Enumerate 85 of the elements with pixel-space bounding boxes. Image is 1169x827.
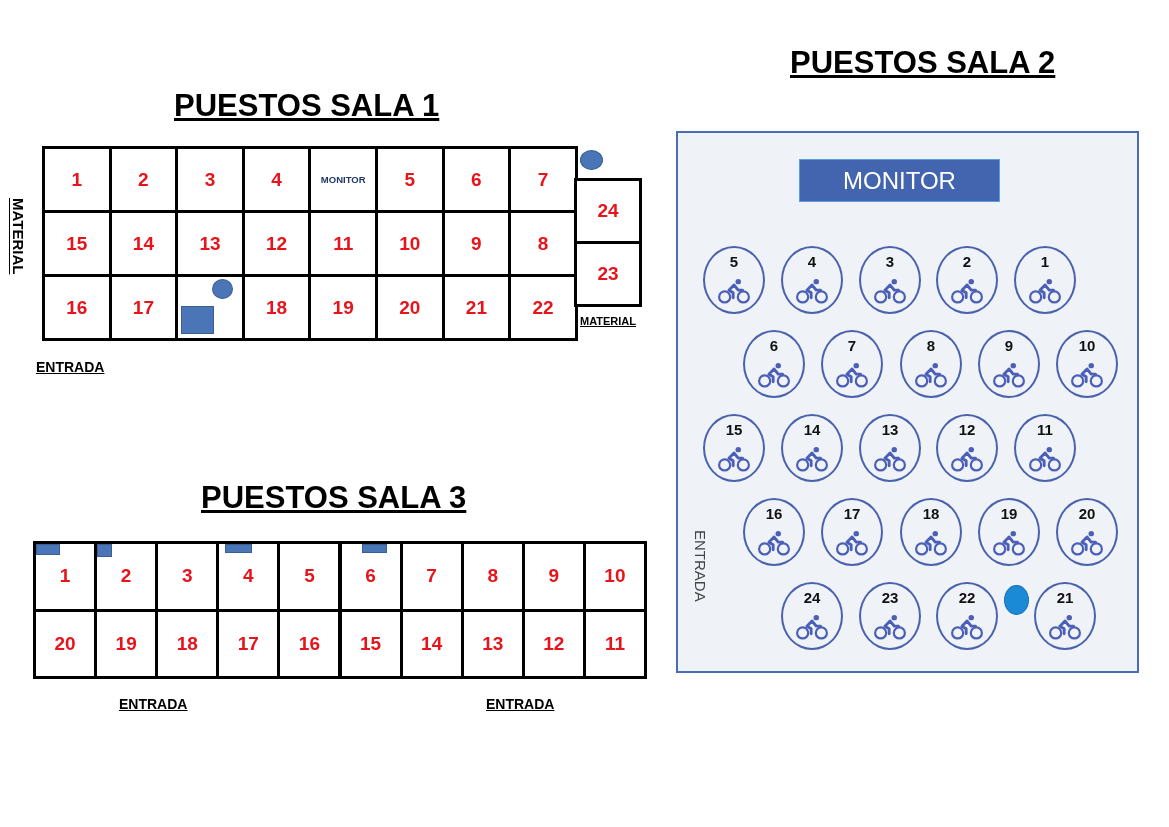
seat-number: 6 [768,337,780,354]
entrance-label: ENTRADA [119,696,188,712]
seat-number: 24 [802,589,822,606]
seat-number: 20 [399,296,421,319]
seat-cell [277,541,342,612]
entrance-label: ENTRADA [486,696,555,712]
seat-number: 10 [604,565,626,588]
seat-cell [574,178,642,244]
seat-number: 18 [266,296,288,319]
seat-number: 17 [842,505,862,522]
seat-cell [338,541,403,612]
room-title: PUESTOS SALA 2 [790,45,1056,81]
monitor-screen: MONITOR [799,159,1000,202]
seat-number: 4 [243,565,254,588]
seat-number: 17 [237,632,259,655]
seat-number: 7 [426,565,437,588]
seat-number: 13 [482,632,504,655]
area-label: MATERIAL [10,198,27,275]
seat-number: 23 [597,263,619,285]
seat-number: 6 [471,168,482,191]
seat-number: 14 [132,232,154,255]
seat-number: 2 [961,253,973,270]
seat-number: 19 [332,296,354,319]
seat-number: 4 [271,168,282,191]
seat-number: 23 [880,589,900,606]
seat-cell [574,241,642,307]
entrance-label: ENTRADA [692,530,709,602]
seat-number: 19 [999,505,1019,522]
seat-number: 9 [1003,337,1015,354]
seat-number: 1 [59,565,71,588]
seat-number: 13 [880,421,900,438]
seat-cell [42,146,112,213]
seat-number: 1 [71,168,83,191]
seat-number: 16 [298,632,320,655]
monitor-label: MONITOR [320,174,366,185]
seat-number: 5 [728,253,740,270]
seat-number: 9 [471,232,482,255]
seat-number: 15 [66,232,88,255]
seat-number: 10 [1077,337,1097,354]
area-label: MATERIAL [580,315,636,327]
seat-number: 15 [724,421,744,438]
seat-number: 11 [333,232,354,255]
seat-number: 7 [537,168,549,191]
seat-number: 5 [404,168,416,191]
seat-number: 14 [421,632,443,655]
seat-number: 2 [120,565,132,588]
seat-number: 18 [176,632,198,655]
seat-number: 4 [806,253,818,270]
seat-number: 18 [921,505,941,522]
seat-number: 20 [1077,505,1097,522]
room-title: PUESTOS SALA 3 [201,480,467,516]
entrance-label: ENTRADA [36,359,105,375]
seat-number: 2 [138,168,149,191]
seat-number: 21 [1055,589,1075,606]
seat-number: 20 [54,632,76,655]
seat-number: 22 [532,296,554,319]
seat-number: 12 [543,632,565,655]
seat-cell [42,274,112,341]
seat-number: 16 [66,296,88,319]
seat-number: 22 [957,589,977,606]
seat-number: 13 [199,232,221,255]
seat-number: 21 [465,296,487,319]
seat-number: 3 [884,253,896,270]
seat-number: 3 [204,168,216,191]
seat-number: 12 [957,421,977,438]
seat-number: 7 [846,337,858,354]
seat-number: 6 [365,565,376,588]
seat-number: 10 [399,232,421,255]
seat-number: 15 [359,632,382,655]
seat-number: 24 [597,200,619,222]
seat-number: 12 [266,232,288,255]
seat-number: 16 [764,505,784,522]
seat-number: 11 [1036,421,1054,438]
seat-number: 17 [132,296,154,319]
seat-number: 1 [1039,253,1051,270]
seat-number: 5 [304,565,315,588]
seat-number: 8 [487,565,498,588]
seat-number: 8 [537,232,549,255]
seat-number: 9 [548,565,560,588]
seat-number: 3 [181,565,193,588]
seat-number: 19 [115,632,137,655]
seat-number: 11 [604,632,625,655]
room-title: PUESTOS SALA 1 [174,88,440,124]
seat-number: 14 [802,421,822,438]
seat-number: 8 [925,337,937,354]
